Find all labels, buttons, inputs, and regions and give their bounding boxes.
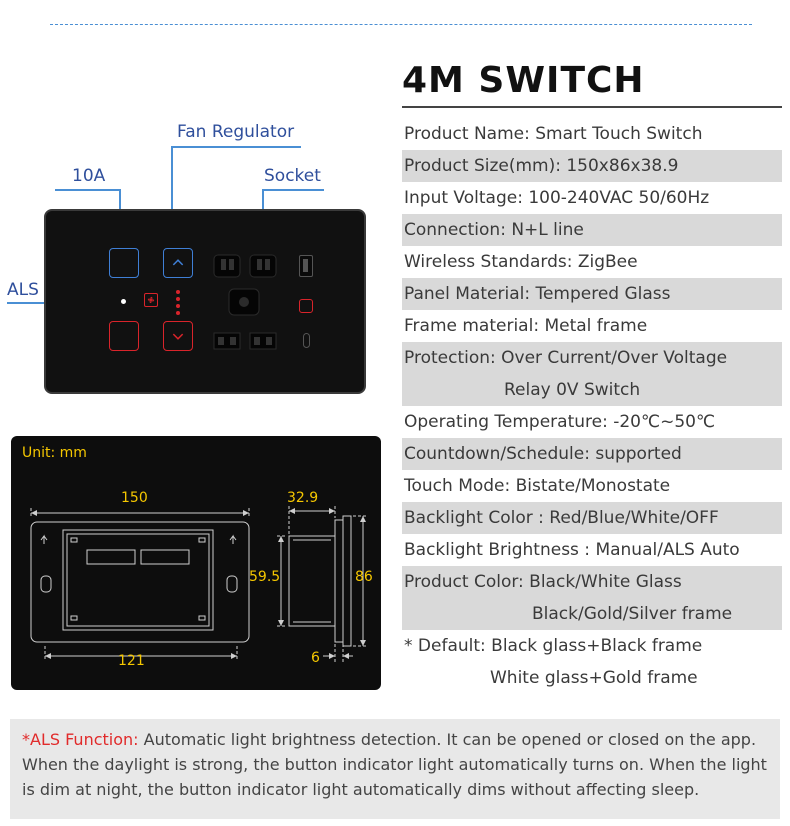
spec-row: Frame material: Metal frame: [402, 310, 782, 342]
spec-row: Backlight Brightness : Manual/ALS Auto: [402, 534, 782, 566]
dimension-lines: [30, 506, 367, 662]
fan-level-led: [176, 304, 180, 308]
spec-text: Product Name: Smart Touch Switch: [404, 124, 703, 144]
als-note-text: Automatic light brightness detection. It…: [22, 730, 767, 799]
spec-text: Product Size(mm): 150x86x38.9: [404, 156, 679, 176]
spec-text: Countdown/Schedule: supported: [404, 444, 682, 464]
spec-text: Input Voltage: 100-240VAC 50/60Hz: [404, 188, 710, 208]
dimension-inner-width: 121: [118, 653, 145, 669]
callout-line: [171, 146, 173, 246]
spec-text: Panel Material: Tempered Glass: [404, 284, 671, 304]
spec-text: Black/Gold/Silver frame: [532, 604, 733, 624]
spec-text: Connection: N+L line: [404, 220, 584, 240]
touch-button-10a-off[interactable]: [109, 321, 139, 351]
spec-text: Frame material: Metal frame: [404, 316, 648, 336]
universal-socket: [212, 247, 316, 357]
chevron-up-icon: [172, 259, 184, 266]
top-divider: [50, 24, 752, 25]
spec-row: Touch Mode: Bistate/Monostate: [402, 470, 782, 502]
spec-text: Product Color: Black/White Glass: [404, 572, 682, 592]
chevron-down-icon: [172, 333, 184, 340]
spec-row: Protection: Over Current/Over Voltage: [402, 342, 782, 374]
spec-row: * Default: Black glass+Black frame: [402, 630, 782, 662]
fan-level-led: [176, 311, 180, 315]
spec-row: Input Voltage: 100-240VAC 50/60Hz: [402, 182, 782, 214]
callout-fan-regulator: Fan Regulator: [177, 122, 295, 142]
spec-text: * Default: Black glass+Black frame: [404, 636, 703, 656]
spec-row: Product Color: Black/White Glass: [402, 566, 782, 598]
spec-text: Touch Mode: Bistate/Monostate: [404, 476, 671, 496]
spec-row: Relay 0V Switch: [402, 374, 782, 406]
spec-row: Countdown/Schedule: supported: [402, 438, 782, 470]
spec-row: Black/Gold/Silver frame: [402, 598, 782, 630]
fan-down-button[interactable]: [163, 321, 193, 351]
fan-level-led: [176, 290, 180, 294]
touch-button-10a-on[interactable]: [109, 248, 139, 278]
dimension-drawing: Unit: mm: [11, 436, 381, 690]
spec-text: Operating Temperature: -20℃~50℃: [404, 412, 716, 432]
spec-text: Backlight Color : Red/Blue/White/OFF: [404, 508, 719, 528]
spec-row: Product Name: Smart Touch Switch: [402, 118, 782, 150]
dimension-frame: 6: [311, 650, 320, 666]
usb-button[interactable]: [299, 299, 313, 313]
spec-row: Product Size(mm): 150x86x38.9: [402, 150, 782, 182]
dimension-inner-height: 59.5: [249, 569, 281, 585]
page-title: 4M SWITCH: [402, 60, 645, 101]
callout-line: [171, 146, 301, 148]
spec-row: Connection: N+L line: [402, 214, 782, 246]
spec-row: Panel Material: Tempered Glass: [402, 278, 782, 310]
callout-als: ALS: [7, 280, 39, 300]
spec-row: Backlight Color : Red/Blue/White/OFF: [402, 502, 782, 534]
als-sensor-dot: [121, 299, 126, 304]
spec-row: Wireless Standards: ZigBee: [402, 246, 782, 278]
spec-text: Protection: Over Current/Over Voltage: [404, 348, 728, 368]
socket-icon: [213, 254, 277, 350]
usb-c-port-icon: [303, 333, 310, 348]
spec-text: Wireless Standards: ZigBee: [404, 252, 638, 272]
fan-up-button[interactable]: [163, 248, 193, 278]
dimension-depth: 32.9: [287, 490, 319, 506]
spec-row: Operating Temperature: -20℃~50℃: [402, 406, 782, 438]
usb-a-port-icon: [299, 255, 313, 277]
dimension-height: 86: [355, 569, 373, 585]
callout-socket: Socket: [264, 166, 321, 186]
spec-text: White glass+Gold frame: [490, 668, 698, 688]
spec-text: Relay 0V Switch: [504, 380, 641, 400]
fan-level-led: [176, 297, 180, 301]
switch-panel: [44, 209, 366, 394]
als-note-label: *ALS Function:: [22, 730, 144, 749]
callout-line: [55, 189, 119, 191]
fan-icon: [144, 293, 158, 307]
unit-label: Unit: mm: [22, 445, 87, 461]
spec-text: Backlight Brightness : Manual/ALS Auto: [404, 540, 740, 560]
spec-row: White glass+Gold frame: [402, 662, 782, 694]
title-underline: [402, 106, 782, 108]
als-function-note: *ALS Function: Automatic light brightnes…: [10, 719, 780, 819]
callout-10a: 10A: [72, 166, 106, 186]
dimension-width: 150: [121, 490, 148, 506]
callout-line: [262, 189, 324, 191]
